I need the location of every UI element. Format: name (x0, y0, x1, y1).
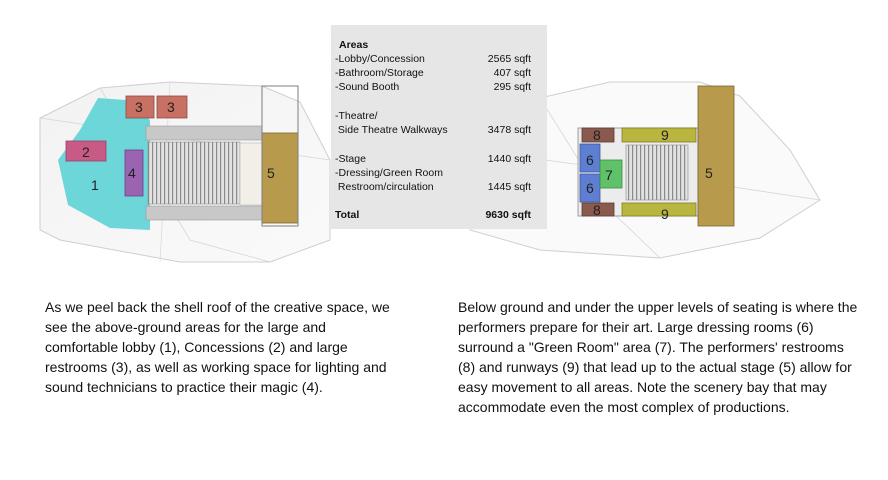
tech-booth-area (124, 149, 144, 197)
dressing-room-area (579, 143, 601, 173)
areas-table: Areas -Lobby/Concession 2565 sqft -Bathro… (331, 25, 547, 229)
area-label: Side Theatre Walkways (335, 124, 448, 136)
caption-below-ground: Below ground and under the upper levels … (458, 299, 858, 415)
floor-plans: 1 2 3 3 4 5 8 9 6 7 6 8 9 5 (39, 81, 821, 263)
caption-above-ground: As we peel back the shell roof of the cr… (45, 299, 390, 395)
label-6: 6 (586, 180, 594, 196)
restroom-area (581, 202, 615, 217)
side-walkway (145, 205, 263, 221)
area-label: -Stage (335, 153, 366, 165)
stage-area (239, 142, 263, 206)
area-label: -Bathroom/Storage (335, 67, 424, 79)
runway-area (621, 202, 697, 217)
label-3: 3 (135, 99, 143, 115)
area-label: Total (335, 209, 360, 221)
area-value: 1445 sqft (487, 181, 531, 193)
label-5: 5 (267, 165, 275, 181)
runway-area (621, 127, 697, 143)
side-walkway (145, 125, 263, 141)
area-label: -Lobby/Concession (335, 53, 425, 65)
area-value: 407 sqft (493, 67, 531, 79)
area-label: -Sound Booth (335, 81, 400, 93)
restroom-area (156, 95, 188, 119)
fly-tower-outline (261, 85, 299, 227)
label-9: 9 (661, 206, 669, 222)
label-2: 2 (82, 144, 90, 160)
areas-heading: Areas (339, 39, 369, 51)
label-5: 5 (705, 165, 713, 181)
green-room-area (599, 159, 623, 189)
label-4: 4 (128, 165, 136, 181)
label-9: 9 (661, 127, 669, 143)
plan-left: 1 2 3 3 4 5 (39, 81, 331, 263)
area-value: 3478 sqft (487, 124, 531, 136)
stage-area (261, 132, 299, 224)
area-value: 9630 sqft (485, 209, 531, 221)
theatre-seating (147, 141, 241, 205)
stage-area (697, 85, 735, 227)
restroom-area (581, 127, 615, 143)
label-1: 1 (91, 177, 99, 193)
area-value: 2565 sqft (487, 53, 531, 65)
concessions-area (65, 140, 107, 162)
restroom-area (125, 95, 155, 119)
area-label: -Theatre/ (335, 110, 378, 122)
label-3: 3 (167, 99, 175, 115)
label-8: 8 (593, 127, 601, 143)
label-8: 8 (593, 202, 601, 218)
plan-right: 8 9 6 7 6 8 9 5 (469, 81, 821, 259)
area-value: 1440 sqft (487, 153, 531, 165)
label-6: 6 (586, 152, 594, 168)
area-label: Restroom/circulation (335, 181, 434, 193)
area-label: -Dressing/Green Room (335, 167, 443, 179)
label-7: 7 (605, 167, 613, 183)
area-value: 295 sqft (493, 81, 531, 93)
lobby-area (58, 98, 150, 230)
theatre-seating (625, 144, 689, 201)
